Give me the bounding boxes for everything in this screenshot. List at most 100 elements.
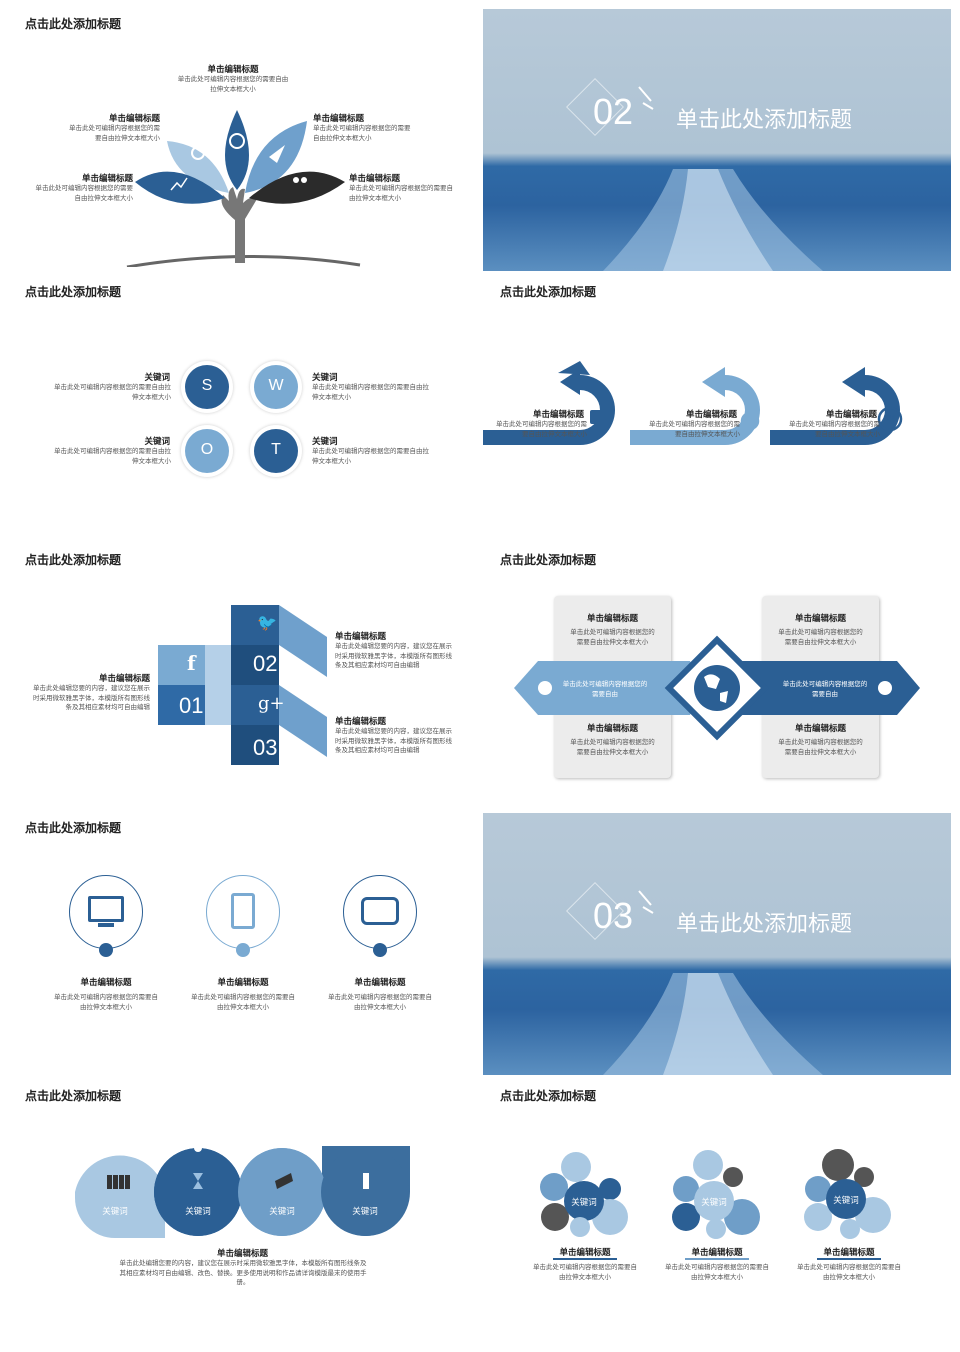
card-text: 单击此处可编辑内容根据您的需要自由拉伸文本框大小 <box>570 739 655 756</box>
sea-wake <box>566 882 823 1075</box>
tree-item-text: 单击此处可编辑内容根据您的需要自由拉伸文本框大小 <box>349 185 453 202</box>
tv-icon <box>361 897 399 925</box>
cube-text: 单击此处编辑您要的内容，建议您在展示时采用微软雅黑字体，本模版所有图形线条及其相… <box>335 728 452 754</box>
circle-keyword: 关键词 <box>269 1206 295 1216</box>
slide-section-02: 02 单击此处添加标题 <box>483 9 951 271</box>
slide-cubes: 点击此处添加标题 🐦 f g+ 02 01 03 单击编辑标题 单击此处编辑您要… <box>5 541 475 803</box>
swot-keyword: 关键词 <box>312 372 338 382</box>
slide-title: 点击此处添加标题 <box>25 17 122 31</box>
swot-circle <box>185 429 229 473</box>
slide-swot: 点击此处添加标题 S W O T 关键词 单击此处可编辑内容根据您的需要自由拉伸… <box>5 273 475 535</box>
band-text: 单击此处可编辑内容根据您的需要自由 <box>562 681 648 698</box>
section-number: 03 <box>593 895 634 936</box>
section-title: 单击此处添加标题 <box>676 107 853 132</box>
swot-letter: S <box>201 377 213 394</box>
device-text: 单击此处可编辑内容根据您的需要自由拉伸文本框大小 <box>54 994 158 1011</box>
cube-label: 03 <box>253 735 278 760</box>
tree-item-title: 单击编辑标题 <box>349 173 401 183</box>
clock-badge: 24 <box>886 414 896 423</box>
circle-row <box>75 1144 410 1238</box>
device-dot <box>99 943 113 957</box>
cube-text: 单击此处编辑您要的内容，建议您在展示时采用微软雅黑字体，本模版所有图形线条及其相… <box>33 685 150 711</box>
hex-cubes <box>158 605 327 765</box>
bubble-title: 单击编辑标题 <box>559 1247 611 1257</box>
bubble-keyword: 关键词 <box>571 1197 597 1207</box>
globe-band <box>514 635 920 741</box>
circle-row-title: 单击编辑标题 <box>216 1248 268 1258</box>
tree-item-text: 单击此处可编辑内容根据您的需要自由拉伸文本框大小 <box>35 185 134 202</box>
monitor-icon <box>88 896 124 922</box>
circle-row-text: 单击此处编辑您要的内容，建议您在展示时采用微软雅黑字体，本模版所有图形线条及其相… <box>119 1260 367 1286</box>
tree-item-title: 单击编辑标题 <box>108 113 160 123</box>
slide-arrows: 点击此处添加标题 24 单击编辑标题 单击此处可编辑内容根据您的需要自由拉伸文本… <box>480 273 950 535</box>
arrow-text: 单击此处可编辑内容根据您的需要自由拉伸文本框大小 <box>789 421 880 438</box>
card-title: 单击编辑标题 <box>586 613 638 623</box>
bubble-clusters <box>540 1149 891 1260</box>
swot-keyword: 关键词 <box>312 436 338 446</box>
tablet-icon <box>231 893 255 929</box>
bubble-title: 单击编辑标题 <box>823 1247 875 1257</box>
cube-text: 单击此处编辑您要的内容，建议您在展示时采用微软雅黑字体，本模版所有图形线条及其相… <box>335 643 452 669</box>
arrow-title: 单击编辑标题 <box>685 409 737 419</box>
bubble-keyword: 关键词 <box>833 1195 859 1205</box>
card-title: 单击编辑标题 <box>794 723 846 733</box>
band-text: 单击此处可编辑内容根据您的需要自由 <box>782 681 868 698</box>
tree-item-title: 单击编辑标题 <box>313 113 365 123</box>
swot-text: 单击此处可编辑内容根据您的需要自由拉伸文本框大小 <box>312 384 429 401</box>
circle-keyword: 关键词 <box>352 1206 378 1216</box>
monitor-stand <box>98 923 114 927</box>
bubble-text: 单击此处可编辑内容根据您的需要自由拉伸文本框大小 <box>665 1264 769 1281</box>
slide-circle-row: 点击此处添加标题 关键词 关键词 关键词 关键词 单击编辑标题 单击此处编辑您要… <box>5 1077 475 1339</box>
swot-circle <box>254 365 298 409</box>
facebook-icon: f <box>187 651 196 675</box>
tree-item-text: 单击此处可编辑内容根据您的需要自由拉伸文本框大小 <box>313 125 411 142</box>
swot-circle <box>254 429 298 473</box>
device-text: 单击此处可编辑内容根据您的需要自由拉伸文本框大小 <box>191 994 295 1011</box>
bubble-text: 单击此处可编辑内容根据您的需要自由拉伸文本框大小 <box>533 1264 637 1281</box>
bubble-keyword: 关键词 <box>701 1197 727 1207</box>
circle-keyword: 关键词 <box>102 1206 128 1216</box>
section-title: 单击此处添加标题 <box>676 911 853 936</box>
device-title: 单击编辑标题 <box>80 977 132 987</box>
device-dot <box>373 943 387 957</box>
cube-label: 01 <box>179 693 204 718</box>
slide-title: 点击此处添加标题 <box>25 1089 122 1103</box>
swot-text: 单击此处可编辑内容根据您的需要自由拉伸文本框大小 <box>54 384 171 401</box>
tree-item-title: 单击编辑标题 <box>207 64 259 74</box>
slide-title: 点击此处添加标题 <box>25 821 122 835</box>
card-text: 单击此处可编辑内容根据您的需要自由拉伸文本框大小 <box>778 739 863 756</box>
cube-title: 单击编辑标题 <box>98 673 150 683</box>
googleplus-icon: g+ <box>258 693 285 714</box>
slide-title: 点击此处添加标题 <box>500 285 597 299</box>
circle-keyword: 关键词 <box>185 1206 211 1216</box>
cube-title: 单击编辑标题 <box>335 631 387 641</box>
slide-title: 点击此处添加标题 <box>25 285 122 299</box>
swot-text: 单击此处可编辑内容根据您的需要自由拉伸文本框大小 <box>312 448 429 465</box>
arrow-text: 单击此处可编辑内容根据您的需要自由拉伸文本框大小 <box>496 421 587 438</box>
slide-bubbles: 点击此处添加标题 关键词 关键词 关键词 单击编辑标题 单击此处可编辑内容根据您… <box>480 1077 950 1339</box>
card-text: 单击此处可编辑内容根据您的需要自由拉伸文本框大小 <box>778 629 863 646</box>
slide-title: 点击此处添加标题 <box>25 553 122 567</box>
twitter-icon: 🐦 <box>257 615 277 632</box>
arrow-title: 单击编辑标题 <box>532 409 584 419</box>
tree-item-text: 单击此处可编辑内容根据您的需要自由拉伸文本框大小 <box>69 125 160 142</box>
device-title: 单击编辑标题 <box>217 977 269 987</box>
slide-title: 点击此处添加标题 <box>500 553 597 567</box>
tree-item-text: 单击此处可编辑内容根据您的需要自由拉伸文本框大小 <box>177 76 289 93</box>
slide-globe: 点击此处添加标题 单击编辑标题 单击此处可编辑内容根据您的需要自由拉伸文本框大小… <box>480 541 950 803</box>
tree-item-title: 单击编辑标题 <box>81 173 133 183</box>
slide-devices: 点击此处添加标题 单击编辑标题 单击此处可编辑内容根据您的需要自由拉伸文本框大小… <box>5 809 475 1071</box>
arrow-text: 单击此处可编辑内容根据您的需要自由拉伸文本框大小 <box>649 421 740 438</box>
card-text: 单击此处可编辑内容根据您的需要自由拉伸文本框大小 <box>570 629 655 646</box>
swot-letter: T <box>271 441 281 458</box>
swot-keyword: 关键词 <box>144 436 170 446</box>
swot-letter: W <box>268 377 284 394</box>
swot-text: 单击此处可编辑内容根据您的需要自由拉伸文本框大小 <box>54 448 171 465</box>
swot-letter: O <box>200 441 214 458</box>
device-title: 单击编辑标题 <box>354 977 406 987</box>
slide-title: 点击此处添加标题 <box>500 1089 597 1103</box>
u-turn-arrows <box>483 361 903 445</box>
swot-keyword: 关键词 <box>144 372 170 382</box>
bubble-title: 单击编辑标题 <box>691 1247 743 1257</box>
card-title: 单击编辑标题 <box>586 723 638 733</box>
